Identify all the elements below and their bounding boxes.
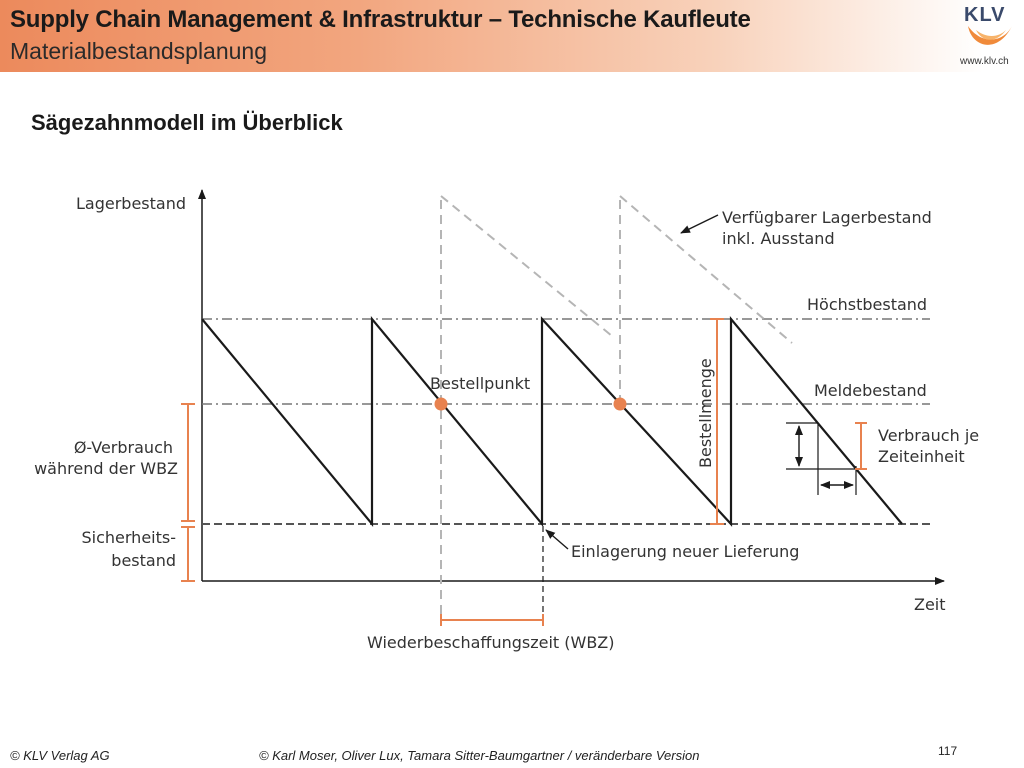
slide-heading: Sägezahnmodell im Überblick (31, 110, 343, 135)
safety-stock-label-line1: Sicherheits- (82, 528, 177, 547)
logo-swoosh-icon (968, 26, 1012, 45)
available-stock-label-line2: inkl. Ausstand (722, 229, 835, 248)
footer-authors: © Karl Moser, Oliver Lux, Tamara Sitter-… (259, 748, 700, 763)
sawtooth-stock-line (201, 315, 903, 528)
consumption-per-unit-construction (786, 422, 867, 495)
new-delivery-label: Einlagerung neuer Lieferung (571, 542, 799, 561)
avg-consumption-label-line1: Ø-Verbrauch (74, 438, 173, 457)
logo-text: KLV (964, 4, 1006, 26)
y-axis-label: Lagerbestand (76, 194, 186, 213)
reorder-point-label: Bestellpunkt (430, 374, 530, 393)
available-stock-label-line1: Verfügbarer Lagerbestand (722, 208, 932, 227)
new-delivery-callout-arrow (545, 529, 569, 550)
x-axis-label: Zeit (914, 595, 946, 614)
reorder-point-marker (434, 397, 448, 411)
order-quantity-label: Bestellmenge (696, 358, 715, 468)
header-title: Supply Chain Management & Infrastruktur … (10, 6, 751, 33)
available-stock-callout-arrow (680, 214, 719, 234)
consumption-per-unit-label-line2: Zeiteinheit (878, 447, 965, 466)
safety-stock-label-line2: bestand (111, 551, 176, 570)
page-number: 117 (938, 744, 958, 758)
available-stock-dashed-lines (440, 195, 793, 614)
safety-stock-bracket (181, 526, 195, 582)
header-subtitle: Materialbestandsplanung (10, 38, 268, 64)
avg-consumption-label-line2: während der WBZ (34, 459, 178, 478)
avg-consumption-bracket (181, 403, 195, 522)
logo-url: www.klv.ch (960, 56, 1009, 67)
klv-logo: KLV www.klv.ch (956, 2, 1020, 72)
order-quantity-bracket (710, 318, 724, 525)
footer-publisher: © KLV Verlag AG (10, 748, 110, 763)
consumption-per-unit-label-line1: Verbrauch je (878, 426, 979, 445)
reorder-level-label: Meldebestand (814, 381, 927, 400)
header-band: Supply Chain Management & Infrastruktur … (0, 0, 1024, 72)
max-stock-label: Höchstbestand (807, 295, 927, 314)
lead-time-label: Wiederbeschaffungszeit (WBZ) (367, 633, 615, 652)
reorder-point-marker (613, 397, 627, 411)
